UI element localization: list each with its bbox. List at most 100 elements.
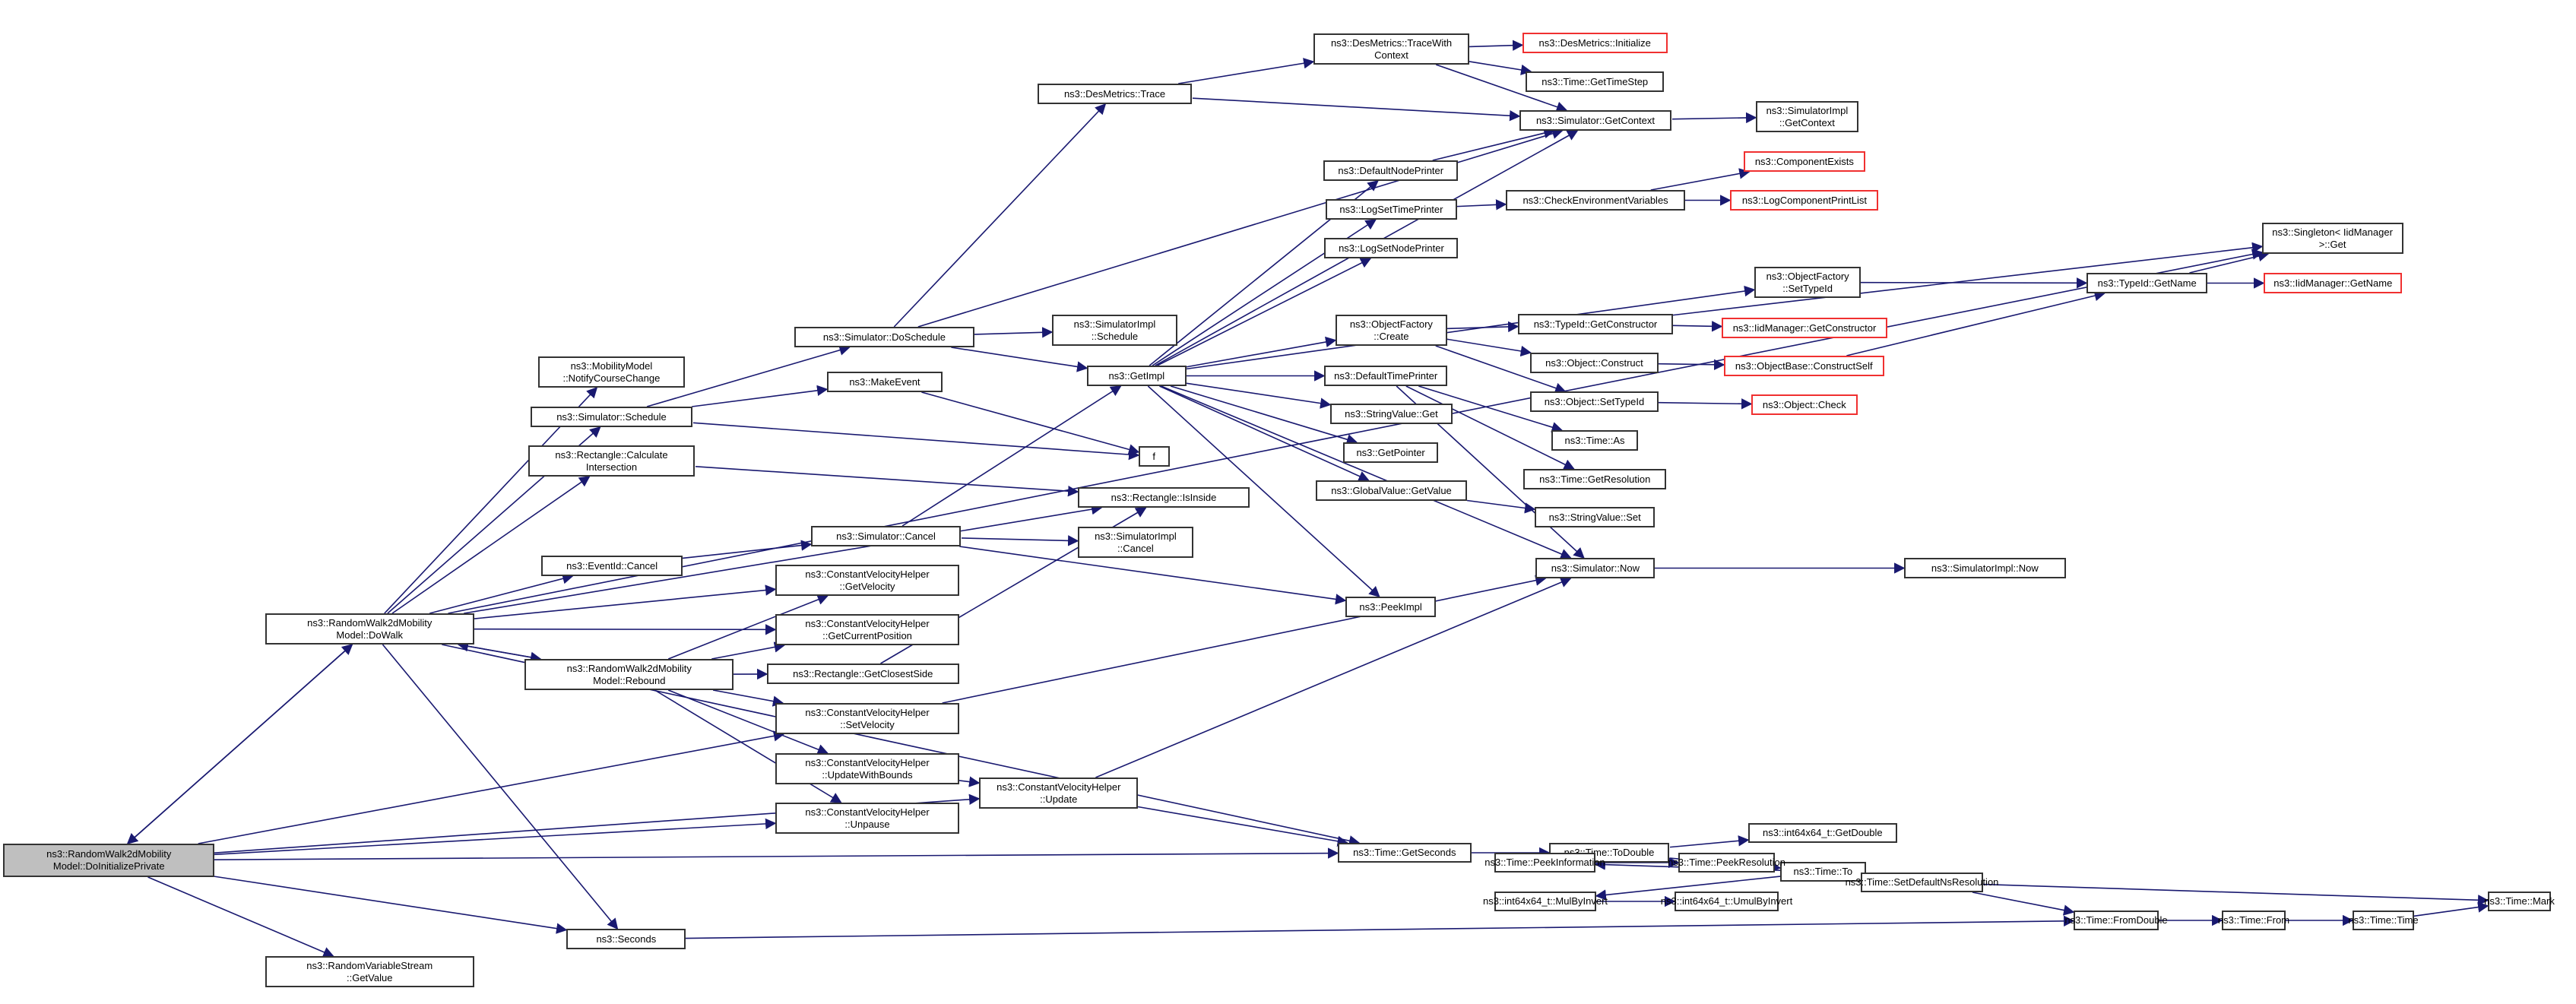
node-eventid-cancel[interactable]: ns3::EventId::Cancel bbox=[541, 556, 683, 576]
node-simulator-schedule[interactable]: ns3::Simulator::Schedule bbox=[530, 407, 693, 427]
node-time-mark[interactable]: ns3::Time::Mark bbox=[2484, 892, 2555, 911]
node-object-construct[interactable]: ns3::Object::Construct bbox=[1530, 353, 1659, 373]
node-simulator-doschedule[interactable]: ns3::Simulator::DoSchedule bbox=[794, 327, 974, 347]
edge-time_to-to-int_mulbyinvert bbox=[1595, 876, 1781, 901]
edge-sim_cancel-to-peekimpl bbox=[959, 546, 1347, 605]
node-int64x64-getdouble[interactable]: ns3::int64x64_t::GetDouble bbox=[1747, 823, 1897, 843]
edge-getimpl-to-getpointer bbox=[1170, 385, 1358, 445]
node-int64x64-mulbyinvert[interactable]: ns3::int64x64_t::MulByInvert bbox=[1483, 892, 1608, 911]
node-rebound[interactable]: ns3::RandomWalk2dMobility Model::Rebound bbox=[524, 659, 734, 690]
edge-rebound-to-cvh_getpos bbox=[711, 641, 786, 660]
node-logsettimeprinter[interactable]: ns3::LogSetTimePrinter bbox=[1325, 199, 1457, 220]
node-time-time[interactable]: ns3::Time::Time bbox=[2348, 911, 2419, 930]
node-time-peekinformation[interactable]: ns3::Time::PeekInformation bbox=[1484, 853, 1605, 873]
node-simulatorimpl-getcontext[interactable]: ns3::SimulatorImpl ::GetContext bbox=[1755, 101, 1859, 132]
node-time-from[interactable]: ns3::Time::From bbox=[2218, 911, 2289, 930]
edge-rebound-to-dowalk bbox=[457, 641, 541, 660]
node-cvh-unpause[interactable]: ns3::ConstantVelocityHelper ::Unpause bbox=[775, 803, 959, 834]
edge-sim_schedule-to-makeevent bbox=[692, 385, 829, 407]
edge-sim_cancel-to-getimpl bbox=[901, 385, 1122, 527]
edge-getimpl-to-logsetnodeprinter bbox=[1157, 258, 1372, 366]
node-time-as[interactable]: ns3::Time::As bbox=[1551, 430, 1639, 451]
node-time-gettimestep[interactable]: ns3::Time::GetTimeStep bbox=[1526, 71, 1665, 92]
node-iidmanager-getname[interactable]: ns3::IidManager::GetName bbox=[2264, 273, 2403, 293]
node-simulatorimpl-cancel[interactable]: ns3::SimulatorImpl ::Cancel bbox=[1078, 527, 1193, 558]
edge-desm_tracewc-to-time_gettimestep bbox=[1469, 61, 1532, 76]
edge-objfact_create-to-object_settypeid bbox=[1435, 345, 1567, 394]
node-time-to[interactable]: ns3::Time::To bbox=[1779, 862, 1867, 882]
node-notify-course-change[interactable]: ns3::MobilityModel ::NotifyCourseChange bbox=[537, 356, 686, 388]
node-rectangle-isinside[interactable]: ns3::Rectangle::IsInside bbox=[1078, 487, 1250, 508]
node-rvs-getvalue[interactable]: ns3::RandomVariableStream ::GetValue bbox=[265, 956, 474, 987]
edge-getimpl-to-objfact_create bbox=[1186, 336, 1337, 368]
edge-rebound-to-cvh_unpause bbox=[654, 689, 842, 803]
node-seconds[interactable]: ns3::Seconds bbox=[566, 929, 686, 949]
node-rectangle-getclosestside[interactable]: ns3::Rectangle::GetClosestSide bbox=[766, 664, 959, 684]
node-cvh-updatewithbounds[interactable]: ns3::ConstantVelocityHelper ::UpdateWith… bbox=[775, 753, 959, 784]
node-object-settypeid[interactable]: ns3::Object::SetTypeId bbox=[1530, 391, 1659, 412]
node-iidmanager-getconstructor[interactable]: ns3::IidManager::GetConstructor bbox=[1721, 318, 1888, 338]
node-peekimpl[interactable]: ns3::PeekImpl bbox=[1345, 597, 1437, 617]
node-simulatorimpl-now[interactable]: ns3::SimulatorImpl::Now bbox=[1904, 558, 2066, 578]
node-singleton-iidmanager-get[interactable]: ns3::Singleton< IidManager >::Get bbox=[2261, 223, 2403, 254]
node-f[interactable]: f bbox=[1138, 446, 1170, 467]
edge-typeid_getname-to-singleton_get bbox=[2189, 251, 2270, 274]
node-logcomponentprintlist[interactable]: ns3::LogComponentPrintList bbox=[1730, 190, 1879, 211]
node-logsetnodeprinter[interactable]: ns3::LogSetNodePrinter bbox=[1324, 238, 1459, 258]
edge-objbase_constructself-to-typeid_getname bbox=[1846, 290, 2106, 356]
edge-object_settypeid-to-object_check bbox=[1658, 398, 1753, 410]
node-typeid-getconstructor[interactable]: ns3::TypeId::GetConstructor bbox=[1518, 314, 1673, 334]
node-makeevent[interactable]: ns3::MakeEvent bbox=[827, 372, 943, 392]
edge-seconds-to-time_fromdouble bbox=[685, 915, 2075, 939]
edge-rebound-to-cvh_setvel bbox=[712, 689, 784, 707]
node-int64x64-umulbyinvert[interactable]: ns3::int64x64_t::UmulByInvert bbox=[1661, 892, 1792, 911]
node-desmetrics-trace[interactable]: ns3::DesMetrics::Trace bbox=[1037, 84, 1193, 104]
node-simulator-getcontext[interactable]: ns3::Simulator::GetContext bbox=[1519, 110, 1672, 131]
edge-deftimeprinter-to-time_getres bbox=[1405, 385, 1575, 470]
node-cvh-update[interactable]: ns3::ConstantVelocityHelper ::Update bbox=[979, 778, 1139, 809]
node-stringvalue-get[interactable]: ns3::StringValue::Get bbox=[1329, 404, 1453, 424]
edge-cvh_updbounds-to-cvh_update bbox=[958, 776, 981, 787]
node-object-check[interactable]: ns3::Object::Check bbox=[1751, 394, 1858, 415]
node-rectangle-calculate-intersection[interactable]: ns3::Rectangle::Calculate Intersection bbox=[528, 445, 695, 477]
node-root[interactable]: ns3::RandomWalk2dMobility Model::DoIniti… bbox=[3, 844, 215, 877]
node-objectfactory-settypeid[interactable]: ns3::ObjectFactory ::SetTypeId bbox=[1754, 267, 1861, 298]
edge-sim_schedule-to-sim_doschedule bbox=[646, 344, 851, 407]
node-globalvalue-getvalue[interactable]: ns3::GlobalValue::GetValue bbox=[1315, 480, 1468, 501]
edge-cvh_update-to-sim_now bbox=[1095, 577, 1572, 778]
edge-root-to-cvh_setvel bbox=[198, 730, 785, 844]
edge-globalvalue_get-to-stringvalue_set bbox=[1466, 499, 1536, 514]
node-stringvalue-set[interactable]: ns3::StringValue::Set bbox=[1534, 507, 1656, 527]
node-time-getresolution[interactable]: ns3::Time::GetResolution bbox=[1523, 469, 1667, 489]
edge-typeid_getctor-to-iid_getctor bbox=[1672, 321, 1723, 332]
node-getimpl[interactable]: ns3::GetImpl bbox=[1086, 366, 1187, 386]
node-simulator-now[interactable]: ns3::Simulator::Now bbox=[1535, 558, 1656, 578]
node-simulatorimpl-schedule[interactable]: ns3::SimulatorImpl ::Schedule bbox=[1051, 315, 1178, 346]
node-simulator-cancel[interactable]: ns3::Simulator::Cancel bbox=[810, 526, 962, 546]
node-objectbase-constructself[interactable]: ns3::ObjectBase::ConstructSelf bbox=[1723, 356, 1884, 376]
node-cvh-setvelocity[interactable]: ns3::ConstantVelocityHelper ::SetVelocit… bbox=[775, 703, 959, 734]
edge-dowalk-to-singleton_get bbox=[448, 249, 2264, 614]
node-time-fromdouble[interactable]: ns3::Time::FromDouble bbox=[2064, 911, 2168, 930]
node-cvh-getcurrentposition[interactable]: ns3::ConstantVelocityHelper ::GetCurrent… bbox=[775, 614, 959, 645]
node-cvh-getvelocity[interactable]: ns3::ConstantVelocityHelper ::GetVelocit… bbox=[775, 565, 959, 596]
node-defaultnodeprinter[interactable]: ns3::DefaultNodePrinter bbox=[1323, 160, 1459, 181]
edge-sim_getcontext-to-simimpl_getcontext bbox=[1671, 112, 1757, 124]
edge-time_setdefault-to-time_mark bbox=[1982, 883, 2489, 906]
node-desmetrics-tracewithcontext[interactable]: ns3::DesMetrics::TraceWith Context bbox=[1313, 33, 1470, 65]
edge-getimpl-to-stringvalue_get bbox=[1186, 382, 1332, 409]
node-componentexists[interactable]: ns3::ComponentExists bbox=[1743, 151, 1865, 172]
edge-dowalk-to-cvh_getpos bbox=[474, 624, 777, 635]
node-getpointer[interactable]: ns3::GetPointer bbox=[1343, 442, 1439, 463]
node-time-setdefaultnsresolution[interactable]: ns3::Time::SetDefaultNsResolution bbox=[1846, 873, 1998, 892]
node-dowalk[interactable]: ns3::RandomWalk2dMobility Model::DoWalk bbox=[265, 613, 474, 645]
edge-getimpl-to-globalvalue_get bbox=[1159, 385, 1370, 482]
node-checkenvironmentvariables[interactable]: ns3::CheckEnvironmentVariables bbox=[1506, 190, 1685, 211]
node-defaulttimeprinter[interactable]: ns3::DefaultTimePrinter bbox=[1324, 366, 1447, 386]
node-desmetrics-initialize[interactable]: ns3::DesMetrics::Initialize bbox=[1522, 33, 1668, 53]
node-time-peekresolution[interactable]: ns3::Time::PeekResolution bbox=[1668, 853, 1785, 873]
node-time-getseconds[interactable]: ns3::Time::GetSeconds bbox=[1337, 843, 1472, 863]
node-typeid-getname[interactable]: ns3::TypeId::GetName bbox=[2086, 273, 2207, 293]
edge-makeevent-to-f bbox=[921, 391, 1140, 455]
node-objectfactory-create[interactable]: ns3::ObjectFactory ::Create bbox=[1335, 315, 1447, 346]
